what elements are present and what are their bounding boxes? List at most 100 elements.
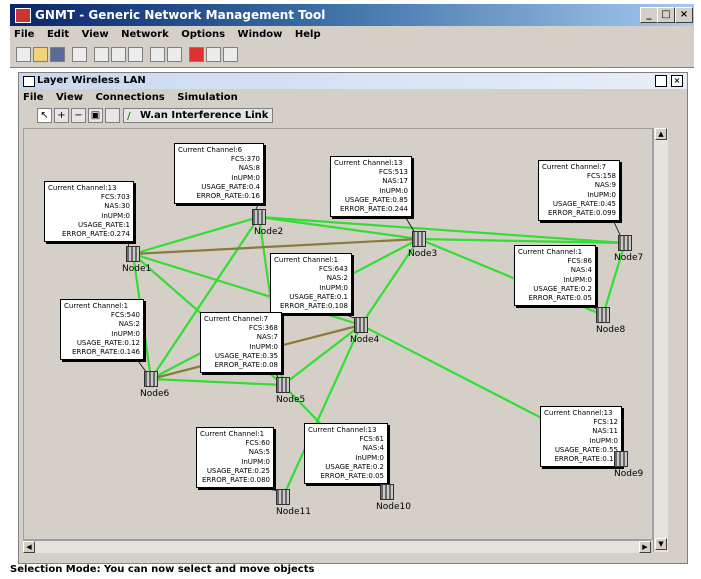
access-point-icon[interactable] bbox=[354, 317, 368, 333]
print-icon[interactable] bbox=[72, 47, 87, 62]
link-node2-node3[interactable] bbox=[258, 215, 420, 241]
link-node3-node7[interactable] bbox=[418, 237, 626, 245]
link-node4-node5[interactable] bbox=[282, 324, 362, 386]
open-folder-icon[interactable] bbox=[33, 47, 48, 62]
fit-view-icon[interactable]: ▣ bbox=[88, 108, 103, 123]
link-node1-node2[interactable] bbox=[132, 215, 260, 256]
layer-menu-file[interactable]: File bbox=[23, 92, 44, 103]
link-node2-node7[interactable] bbox=[258, 215, 626, 245]
info-line: FCS:513 bbox=[378, 168, 408, 177]
info-line: FCS:158 bbox=[586, 172, 616, 181]
info-line: USAGE_RATE:0.85 bbox=[344, 195, 408, 204]
link-node2-node6[interactable] bbox=[150, 216, 260, 380]
app-icon bbox=[15, 8, 31, 23]
save-icon[interactable] bbox=[50, 47, 65, 62]
info-line: NAS:8 bbox=[238, 164, 260, 173]
info-line: ERROR_RATE:0.16 bbox=[196, 192, 261, 201]
node-label: Node1 bbox=[122, 264, 152, 274]
scroll-down-button[interactable]: ▼ bbox=[655, 538, 667, 550]
info-line: ERROR_RATE:0.12 bbox=[554, 455, 619, 464]
layer-menu-connections[interactable]: Connections bbox=[95, 92, 165, 103]
horizontal-scrollbar[interactable]: ◀ ▶ bbox=[23, 540, 651, 553]
link-node5-node6[interactable] bbox=[150, 377, 284, 387]
new-file-icon[interactable] bbox=[16, 47, 31, 62]
menu-file[interactable]: File bbox=[14, 29, 35, 40]
undo-icon[interactable] bbox=[150, 47, 165, 62]
vertical-scrollbar[interactable]: ▲ ▼ bbox=[653, 128, 668, 552]
minimize-button[interactable]: _ bbox=[640, 7, 658, 23]
zoom-out-icon[interactable]: − bbox=[71, 108, 86, 123]
info-line: InUPM:0 bbox=[587, 190, 616, 199]
interference-link-node1-node3[interactable] bbox=[132, 237, 420, 256]
menu-window[interactable]: Window bbox=[237, 29, 283, 40]
access-point-icon[interactable] bbox=[276, 489, 290, 505]
access-point-icon[interactable] bbox=[144, 371, 158, 387]
node-label: Node10 bbox=[376, 502, 411, 512]
access-point-icon[interactable] bbox=[252, 209, 266, 225]
menu-help[interactable]: Help bbox=[294, 29, 321, 40]
interference-link-button[interactable]: / W.an Interference Link bbox=[123, 108, 274, 123]
restore-icon[interactable] bbox=[655, 75, 667, 87]
zoom-in-icon[interactable]: + bbox=[54, 108, 69, 123]
info-line: NAS:5 bbox=[248, 448, 270, 457]
scroll-left-button[interactable]: ◀ bbox=[23, 541, 35, 553]
access-point-icon[interactable] bbox=[380, 484, 394, 500]
access-point-icon[interactable] bbox=[614, 451, 628, 467]
main-toolbar bbox=[10, 43, 694, 68]
layer-menubar: File View Connections Simulation bbox=[19, 90, 687, 105]
cut-icon[interactable] bbox=[94, 47, 109, 62]
main-menubar: File Edit View Network Options Window He… bbox=[10, 26, 694, 43]
access-point-icon[interactable] bbox=[618, 235, 632, 251]
info-line: USAGE_RATE:0.2 bbox=[533, 284, 592, 293]
menu-options[interactable]: Options bbox=[181, 29, 226, 40]
properties-icon[interactable] bbox=[206, 47, 221, 62]
access-point-icon[interactable] bbox=[276, 377, 290, 393]
close-icon[interactable]: × bbox=[671, 75, 683, 87]
grid-icon[interactable] bbox=[105, 108, 120, 123]
access-point-icon[interactable] bbox=[126, 246, 140, 262]
close-button[interactable]: × bbox=[675, 7, 693, 23]
info-line: NAS:2 bbox=[326, 274, 348, 283]
scroll-right-button[interactable]: ▶ bbox=[639, 541, 651, 553]
window-titlebar[interactable]: GNMT - Generic Network Management Tool _… bbox=[10, 4, 694, 26]
link-node7-node8[interactable] bbox=[601, 242, 627, 316]
document-icon[interactable] bbox=[223, 47, 238, 62]
stop-icon[interactable] bbox=[189, 47, 204, 62]
link-node3-node4[interactable] bbox=[360, 238, 420, 326]
layer-toolbar: ↖ + − ▣ / W.an Interference Link bbox=[19, 105, 687, 127]
info-line: FCS:12 bbox=[593, 418, 618, 427]
info-line: USAGE_RATE:0.25 bbox=[206, 466, 270, 475]
select-arrow-icon[interactable]: ↖ bbox=[37, 108, 52, 123]
menu-edit[interactable]: Edit bbox=[46, 29, 70, 40]
access-point-icon[interactable] bbox=[596, 307, 610, 323]
maximize-button[interactable]: □ bbox=[657, 7, 675, 23]
info-line: FCS:703 bbox=[100, 193, 130, 202]
menu-view[interactable]: View bbox=[81, 29, 109, 40]
redo-icon[interactable] bbox=[167, 47, 182, 62]
copy-icon[interactable] bbox=[111, 47, 126, 62]
info-line: Current Channel:1 bbox=[64, 302, 129, 310]
layer-window-titlebar[interactable]: Layer Wireless LAN × bbox=[19, 73, 687, 89]
access-point-icon[interactable] bbox=[412, 231, 426, 247]
link-node4-node11[interactable] bbox=[281, 324, 363, 498]
node-label: Node7 bbox=[614, 253, 644, 263]
scroll-up-button[interactable]: ▲ bbox=[655, 128, 667, 140]
info-line: Current Channel:7 bbox=[542, 163, 607, 171]
layer-menu-view[interactable]: View bbox=[55, 92, 83, 103]
layer-menu-simulation[interactable]: Simulation bbox=[177, 92, 238, 103]
paste-icon[interactable] bbox=[128, 47, 143, 62]
info-line: Current Channel:1 bbox=[274, 256, 339, 264]
menu-network[interactable]: Network bbox=[121, 29, 169, 40]
